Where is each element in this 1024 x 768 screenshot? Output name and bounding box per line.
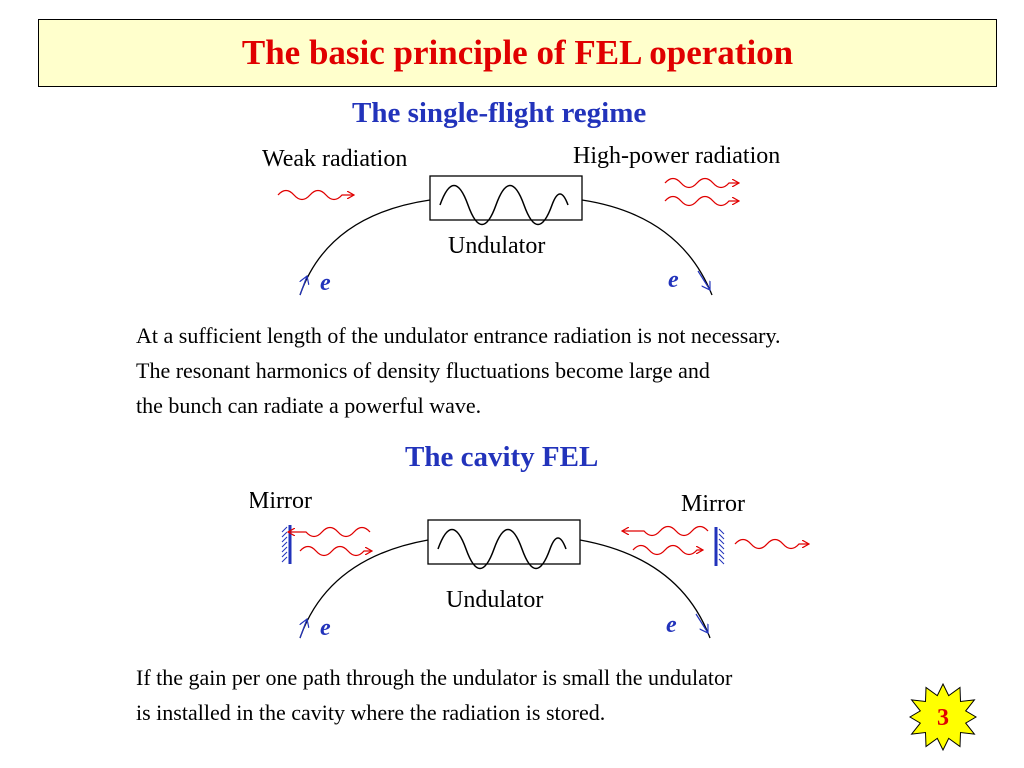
page-number-badge: 3 [909,683,977,751]
mirror-left [281,525,292,564]
undulator-label: Undulator [446,587,543,613]
electron-arrow-in [299,619,307,639]
page-number: 3 [937,705,949,731]
mirror-left-label: Mirror [250,488,312,514]
undulator-box [427,519,581,565]
title-box: The basic principle of FEL operation [38,19,997,87]
electron-arrow-in [299,276,307,296]
output-wave [734,538,809,550]
paragraph-line: The resonant harmonics of density fluctu… [136,358,710,383]
weak-radiation-label: Weak radiation [262,146,407,172]
mirror-right [714,527,725,566]
cavity-diagram: Mirror Mirror Undulator e e [250,488,820,641]
single-flight-heading: The single-flight regime [352,97,647,129]
right-wave-lower [632,544,703,556]
single-flight-diagram: Weak radiation High-power radiation Undu… [262,143,780,296]
electron-label-in: e [320,615,331,641]
undulator-field-wave [439,184,569,226]
electron-path-out [579,539,711,639]
undulator-box [429,175,583,221]
undulator-label: Undulator [448,233,545,259]
electron-label-out: e [666,612,677,638]
paragraph-line: is installed in the cavity where the rad… [136,700,606,725]
paragraph-line: At a sufficient length of the undulator … [136,323,781,348]
single-flight-paragraph: At a sufficient length of the undulator … [136,318,781,423]
cavity-heading: The cavity FEL [405,441,599,473]
slide-title: The basic principle of FEL operation [241,33,794,72]
electron-arrow-out [697,270,710,290]
high-power-wave-lower [664,195,739,207]
weak-radiation-wave [277,189,354,201]
electron-arrow-out [695,613,708,633]
paragraph-line: If the gain per one path through the und… [136,665,733,690]
electron-path-out [581,199,713,296]
mirror-right-label: Mirror [681,491,745,517]
high-power-wave-upper [664,177,739,189]
left-wave-upper [288,526,371,538]
electron-label-out: e [668,267,679,293]
left-wave-lower [299,545,372,557]
cavity-paragraph: If the gain per one path through the und… [136,660,732,730]
electron-label-in: e [320,270,331,296]
starburst-shape [909,683,977,751]
high-power-radiation-label: High-power radiation [573,143,780,169]
paragraph-line: the bunch can radiate a powerful wave. [136,393,482,418]
undulator-field-wave [437,528,567,570]
right-wave-upper [622,525,709,537]
